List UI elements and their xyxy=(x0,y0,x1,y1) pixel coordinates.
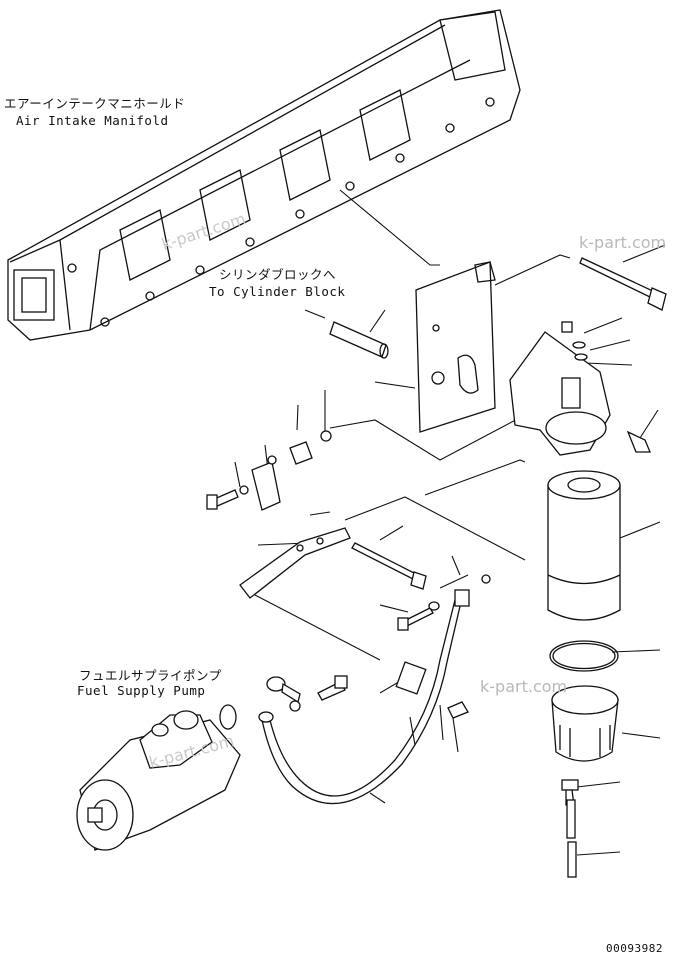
spacer-pipe xyxy=(329,321,389,359)
left-fittings xyxy=(206,430,332,511)
watermark: k-part.com xyxy=(579,233,667,252)
filter-head xyxy=(509,331,611,456)
short-bolt xyxy=(397,601,440,631)
o-ring xyxy=(549,640,619,672)
watermark: k-part.com xyxy=(480,677,568,696)
cylinder-block-label-en: To Cylinder Block xyxy=(209,284,346,299)
drawing-number: 00093982 xyxy=(606,942,663,955)
manifold-label-en: Air Intake Manifold xyxy=(16,113,169,128)
fuel-filter-cartridge xyxy=(547,470,621,621)
separator-bowl xyxy=(551,685,619,762)
head-bolts xyxy=(561,321,651,453)
banjo-fittings xyxy=(266,675,469,719)
pump-label-jp: フュエルサプライポンプ xyxy=(79,668,222,683)
pump-label-en: Fuel Supply Pump xyxy=(77,683,206,698)
mounting-bracket xyxy=(415,261,496,433)
fuel-hose xyxy=(258,574,491,805)
drain-parts xyxy=(561,779,579,878)
fuel-supply-pump xyxy=(76,704,241,851)
middle-bolt xyxy=(351,542,427,590)
cylinder-block-label-jp: シリンダブロックへ xyxy=(219,267,337,282)
manifold-label-jp: エアーインテークマニホールド xyxy=(4,96,186,111)
strap-bracket xyxy=(239,527,351,599)
long-bolt xyxy=(579,257,667,311)
air-intake-manifold xyxy=(7,9,521,341)
